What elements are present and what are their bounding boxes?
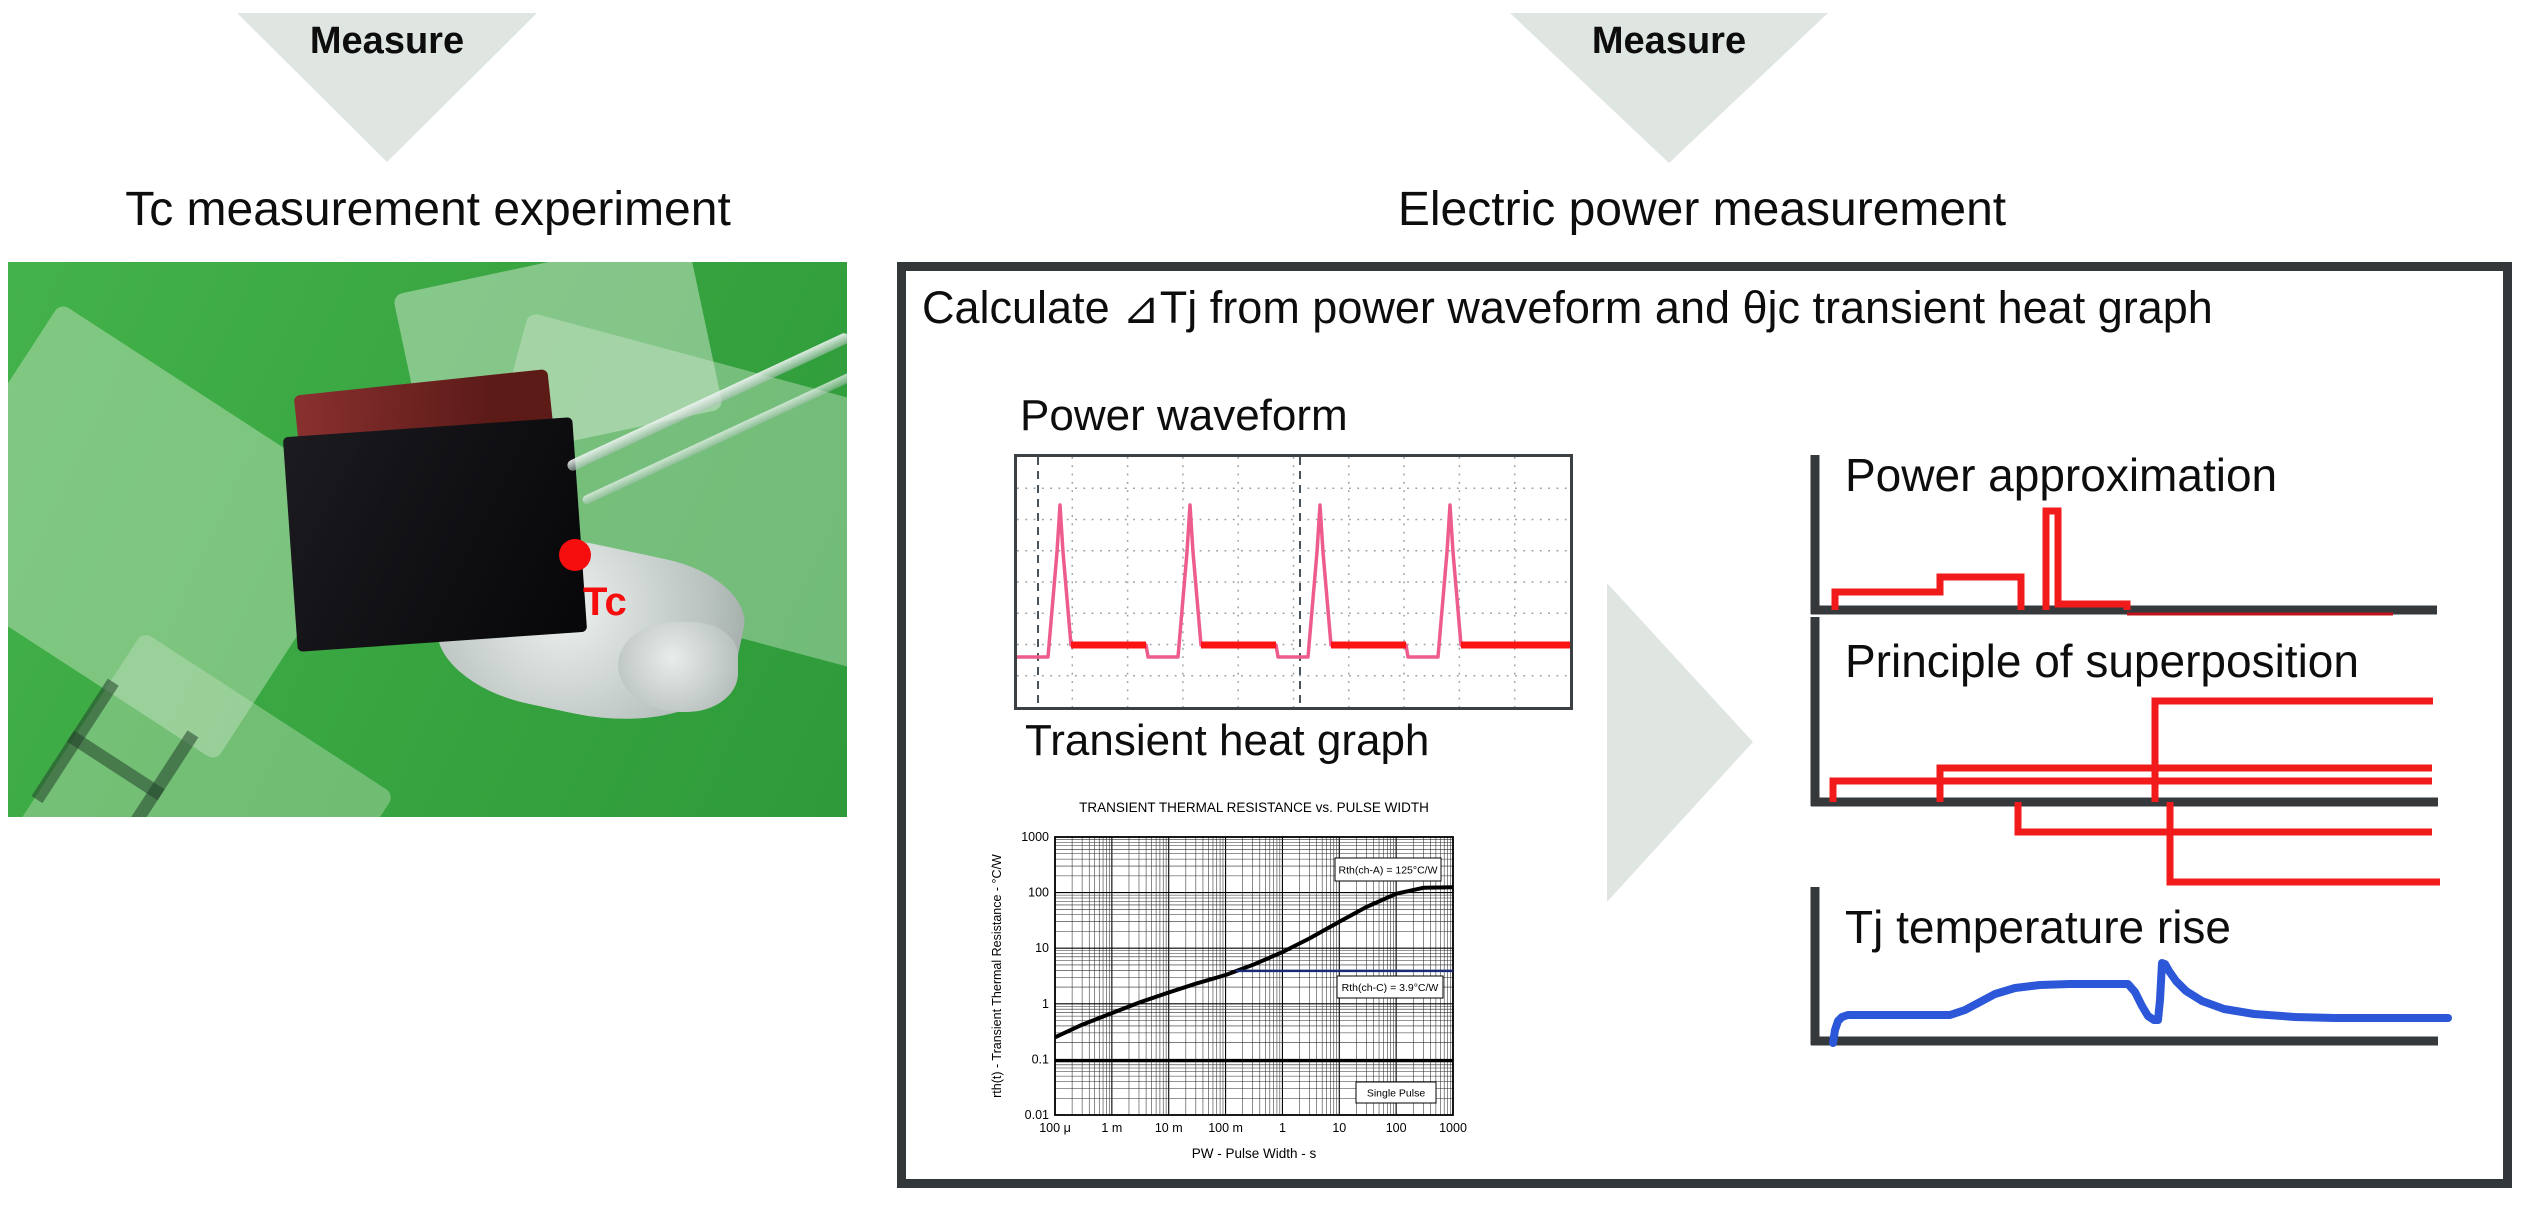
solder-blob (618, 622, 738, 712)
svg-text:Single Pulse: Single Pulse (1367, 1088, 1426, 1100)
svg-text:1: 1 (1042, 997, 1049, 1011)
pcb-photo: Tc (8, 262, 847, 817)
tc-marker-dot (559, 539, 591, 571)
svg-text:10: 10 (1332, 1121, 1346, 1135)
tc-experiment-title: Tc measurement experiment (125, 183, 731, 236)
svg-text:0.01: 0.01 (1025, 1108, 1049, 1122)
power-waveform-plot (1017, 457, 1570, 707)
superposition-title: Principle of superposition (1845, 635, 2359, 687)
svg-text:100 μ: 100 μ (1039, 1121, 1071, 1135)
tj-rise-panel (1810, 887, 2452, 1047)
power-approx-title: Power approximation (1845, 449, 2278, 501)
superposition-panel (1810, 617, 2440, 886)
measure-label-left: Measure (309, 20, 465, 62)
svg-text:Rth(ch-C) = 3.9°C/W: Rth(ch-C) = 3.9°C/W (1342, 982, 1439, 994)
svg-text:TRANSIENT THERMAL RESISTANCE v: TRANSIENT THERMAL RESISTANCE vs. PULSE W… (1079, 800, 1429, 815)
svg-text:1 m: 1 m (1101, 1121, 1122, 1135)
power-waveform-label: Power waveform (1020, 391, 1348, 440)
transient-heat-chart: TRANSIENT THERMAL RESISTANCE vs. PULSE W… (990, 800, 1467, 1161)
svg-text:1: 1 (1279, 1121, 1286, 1135)
power-approx-panel (1810, 455, 2437, 616)
svg-text:PW - Pulse Width - s: PW - Pulse Width - s (1192, 1146, 1317, 1161)
svg-text:rth(t) - Transient Thermal Res: rth(t) - Transient Thermal Resistance - … (990, 854, 1004, 1098)
electric-measurement-title: Electric power measurement (1397, 183, 2007, 236)
svg-text:100: 100 (1028, 886, 1049, 900)
tc-marker-label: Tc (583, 580, 627, 624)
svg-text:Rth(ch-A) = 125°C/W: Rth(ch-A) = 125°C/W (1338, 865, 1437, 877)
svg-text:0.1: 0.1 (1032, 1052, 1049, 1066)
svg-text:1000: 1000 (1439, 1121, 1467, 1135)
transient-heat-label: Transient heat graph (1025, 716, 1430, 765)
measure-label-right: Measure (1591, 20, 1747, 62)
svg-text:100: 100 (1386, 1121, 1407, 1135)
svg-text:100 m: 100 m (1208, 1121, 1243, 1135)
svg-text:10 m: 10 m (1155, 1121, 1183, 1135)
component-body (282, 417, 588, 652)
svg-text:10: 10 (1035, 941, 1049, 955)
flow-arrow-icon (1607, 583, 1753, 902)
calc-box-header: Calculate ⊿Tj from power waveform and θj… (922, 282, 2213, 333)
power-waveform-chart (1014, 454, 1573, 710)
tj-rise-title: Tj temperature rise (1845, 901, 2232, 953)
svg-text:1000: 1000 (1021, 830, 1049, 844)
